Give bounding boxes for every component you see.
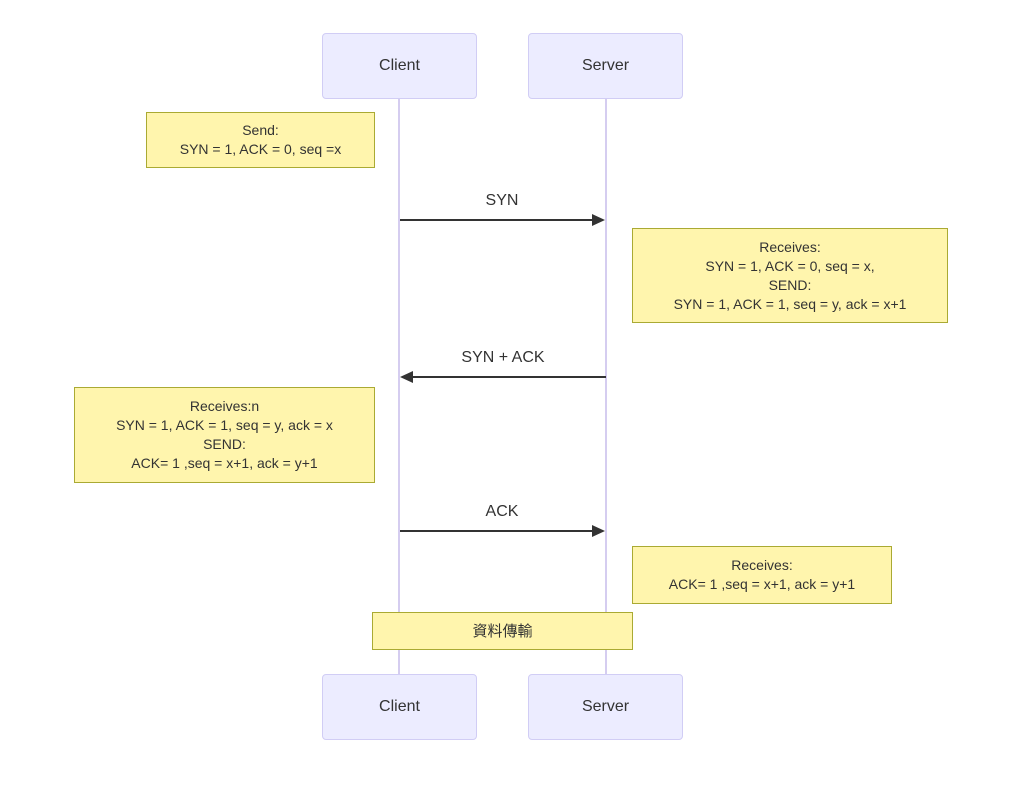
actor-server-top-label: Server	[581, 57, 630, 74]
note-client-send: Send: SYN = 1, ACK = 0, seq =x	[146, 112, 375, 168]
actor-server-bottom-label: Server	[581, 698, 630, 715]
arrowhead-right-icon	[592, 214, 605, 226]
note-line: SEND:	[768, 276, 812, 293]
note-line: 資料傳輸	[472, 622, 533, 640]
client-lifeline	[398, 99, 400, 675]
actor-server-top: Server	[528, 33, 683, 99]
message-label-ack: ACK	[485, 503, 519, 520]
actor-client-top-label: Client	[379, 57, 420, 74]
actor-server-bottom: Server	[528, 674, 683, 740]
actor-client-top: Client	[322, 33, 477, 99]
message-line-syn-ack	[413, 376, 606, 378]
note-client-receives-send: Receives:n SYN = 1, ACK = 1, seq = y, ac…	[74, 387, 375, 483]
arrowhead-right-icon	[592, 525, 605, 537]
note-server-receives: Receives: ACK= 1 ,seq = x+1, ack = y+1	[632, 546, 892, 604]
note-data-transfer: 資料傳輸	[372, 612, 633, 650]
note-line: SYN = 1, ACK = 1, seq = y, ack = x	[116, 417, 333, 433]
note-line: SEND:	[203, 436, 246, 452]
note-line: SYN = 1, ACK = 1, seq = y, ack = x+1	[673, 295, 907, 312]
note-server-receives-send: Receives: SYN = 1, ACK = 0, seq = x, SEN…	[632, 228, 948, 323]
message-label-syn-ack: SYN + ACK	[461, 349, 545, 366]
note-line: Receives:	[759, 238, 821, 255]
note-line: Receives:n	[189, 398, 260, 414]
actor-client-bottom: Client	[322, 674, 477, 740]
arrowhead-left-icon	[400, 371, 413, 383]
note-line: Send:	[242, 122, 279, 138]
message-label-syn: SYN	[485, 192, 519, 209]
actor-client-bottom-label: Client	[379, 698, 420, 715]
server-lifeline	[605, 99, 607, 675]
message-line-ack	[400, 530, 592, 532]
note-line: SYN = 1, ACK = 0, seq = x,	[705, 257, 875, 274]
note-line: SYN = 1, ACK = 0, seq =x	[179, 141, 342, 157]
message-line-syn	[400, 219, 592, 221]
note-line: Receives:	[731, 557, 793, 573]
note-line: ACK= 1 ,seq = x+1, ack = y+1	[131, 455, 318, 471]
note-line: ACK= 1 ,seq = x+1, ack = y+1	[668, 576, 856, 592]
